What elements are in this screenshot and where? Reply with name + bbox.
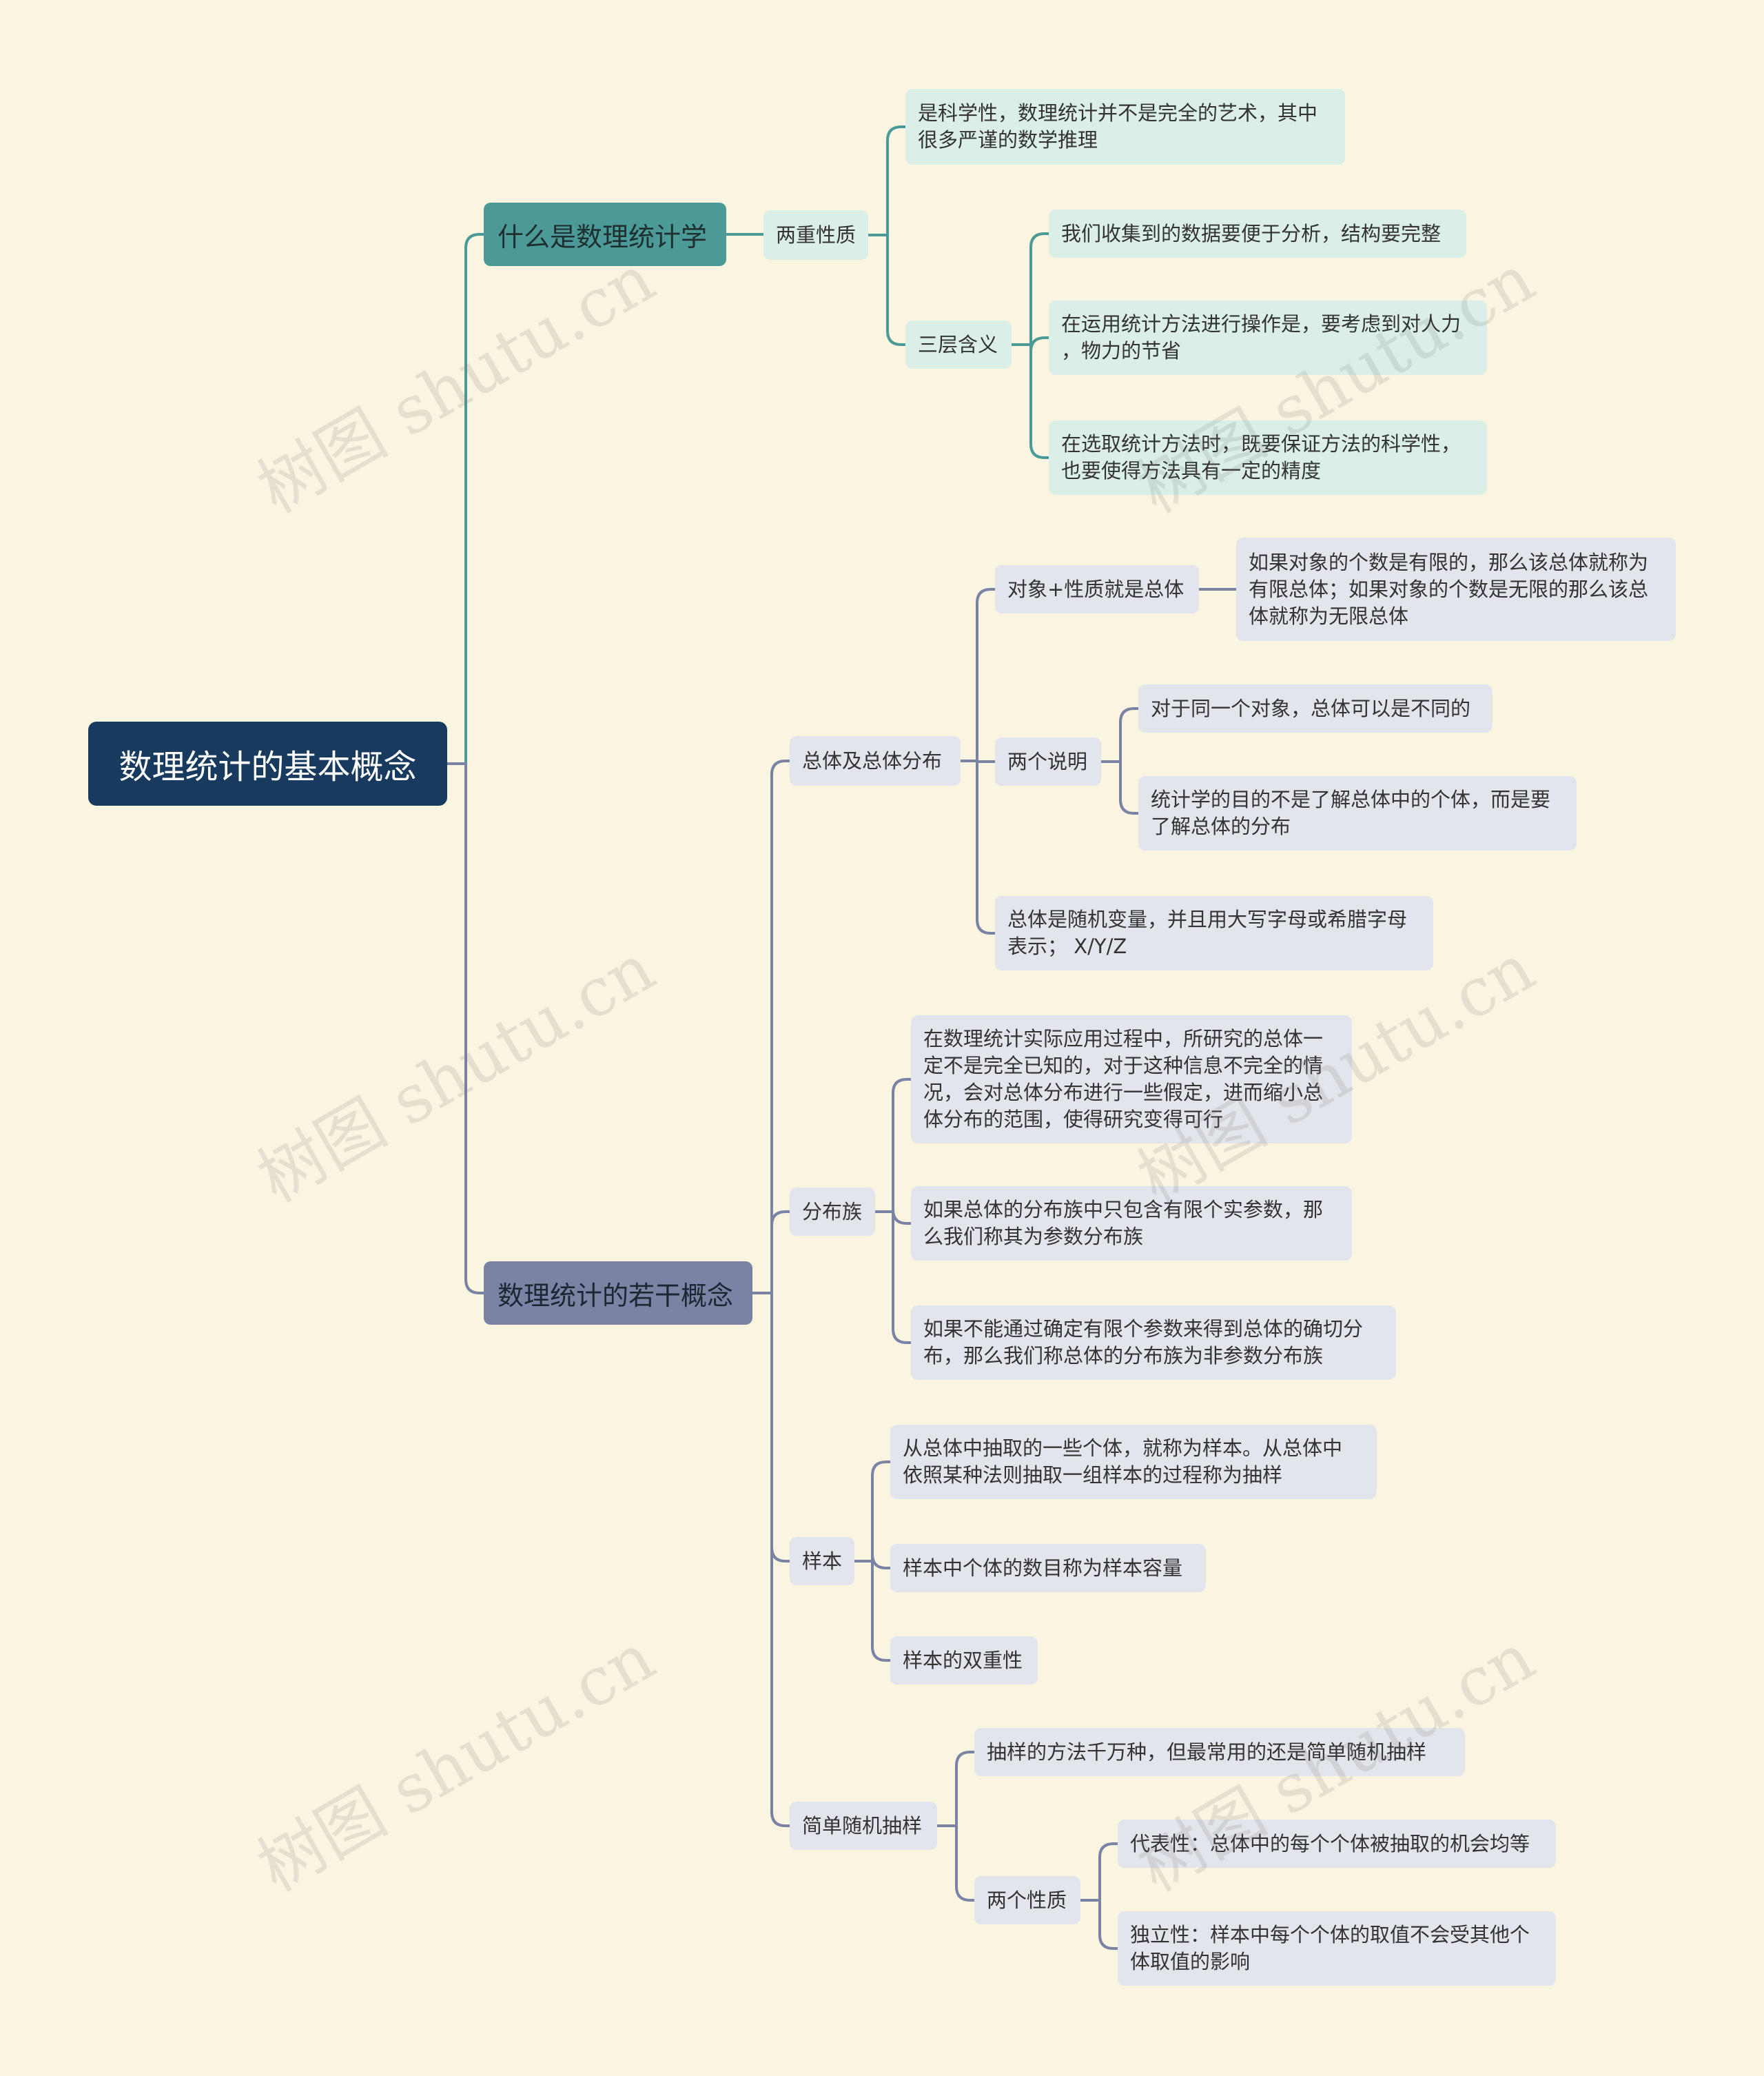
node-dual-nature[interactable]: 两重性质	[763, 210, 868, 260]
connector	[976, 760, 996, 935]
connector	[1029, 232, 1050, 346]
node-two-note-1[interactable]: 对于同一个对象，总体可以是不同的	[1138, 684, 1493, 733]
node-sample-item-3[interactable]: 样本的双重性	[890, 1636, 1038, 1685]
node-sample-item-1[interactable]: 从总体中抽取的一些个体，就称为样本。从总体中 依照某种法则抽取一组样本的过程称为…	[890, 1425, 1377, 1499]
connector	[871, 1461, 892, 1563]
connector	[1119, 760, 1140, 815]
connector	[886, 234, 907, 346]
connector	[770, 760, 791, 1294]
node-sample-item-2[interactable]: 样本中个体的数目称为样本容量	[890, 1544, 1206, 1592]
node-family-item-1[interactable]: 在数理统计实际应用过程中，所研究的总体一 定不是完全已知的，对于这种信息不完全的…	[911, 1015, 1352, 1143]
node-three-item-3[interactable]: 在选取统计方法时，既要保证方法的科学性， 也要使得方法具有一定的精度	[1049, 420, 1487, 495]
node-three-item-1[interactable]: 我们收集到的数据要便于分析，结构要完整	[1049, 210, 1466, 258]
node-finite-infinite[interactable]: 如果对象的个数是有限的，那么该总体就称为 有限总体；如果对象的个数是无限的那么该…	[1236, 538, 1676, 641]
connector	[770, 1210, 791, 1294]
node-two-properties[interactable]: 两个性质	[974, 1876, 1080, 1924]
connector	[1098, 1842, 1119, 1902]
connector	[1029, 336, 1050, 352]
node-three-item-2[interactable]: 在运用统计方法进行操作是，要考虑到对人力 ，物力的节省	[1049, 301, 1487, 375]
node-srs-method[interactable]: 抽样的方法千万种，但最常用的还是简单随机抽样	[974, 1728, 1465, 1776]
node-population[interactable]: 总体及总体分布	[790, 736, 961, 786]
node-independence[interactable]: 独立性：样本中每个个体的取值不会受其他个 体取值的影响	[1118, 1911, 1556, 1986]
branch-what-is-statistics[interactable]: 什么是数理统计学	[484, 203, 726, 266]
connector	[1119, 707, 1140, 763]
connector	[892, 1078, 912, 1213]
connector	[955, 1824, 976, 1902]
node-three-meanings[interactable]: 三层含义	[905, 320, 1012, 369]
node-family-item-3[interactable]: 如果不能通过确定有限个参数来得到总体的确切分 布，那么我们称总体的分布族为非参数…	[911, 1305, 1396, 1380]
node-representativeness[interactable]: 代表性：总体中的每个个体被抽取的机会均等	[1118, 1820, 1556, 1868]
connector	[770, 1292, 791, 1827]
connector	[1098, 1899, 1119, 1950]
connector	[976, 588, 996, 762]
connector	[1029, 343, 1050, 459]
node-distribution-family[interactable]: 分布族	[790, 1188, 875, 1236]
root-topic[interactable]: 数理统计的基本概念	[88, 722, 447, 806]
node-two-notes[interactable]: 两个说明	[995, 737, 1101, 786]
node-random-variable[interactable]: 总体是随机变量，并且用大写字母或希腊字母 表示； X/Y/Z	[995, 896, 1433, 970]
connector	[892, 1210, 912, 1344]
connector	[871, 1560, 892, 1662]
node-sample[interactable]: 样本	[790, 1537, 854, 1585]
branch-statistical-concepts[interactable]: 数理统计的若干概念	[484, 1261, 752, 1325]
connector	[770, 1292, 791, 1563]
node-scientific[interactable]: 是科学性，数理统计并不是完全的艺术，其中 很多严谨的数学推理	[905, 89, 1345, 165]
node-object-property[interactable]: 对象+性质就是总体	[995, 565, 1199, 613]
connector	[955, 1751, 976, 1827]
connector	[892, 1209, 912, 1225]
node-simple-random-sampling[interactable]: 简单随机抽样	[790, 1802, 937, 1850]
connector	[464, 762, 485, 1294]
connector	[464, 233, 485, 765]
connector	[886, 125, 907, 236]
connector	[871, 1554, 892, 1569]
node-two-note-2[interactable]: 统计学的目的不是了解总体中的个体，而是要 了解总体的分布	[1138, 776, 1577, 851]
node-family-item-2[interactable]: 如果总体的分布族中只包含有限个实参数，那 么我们称其为参数分布族	[911, 1186, 1352, 1261]
